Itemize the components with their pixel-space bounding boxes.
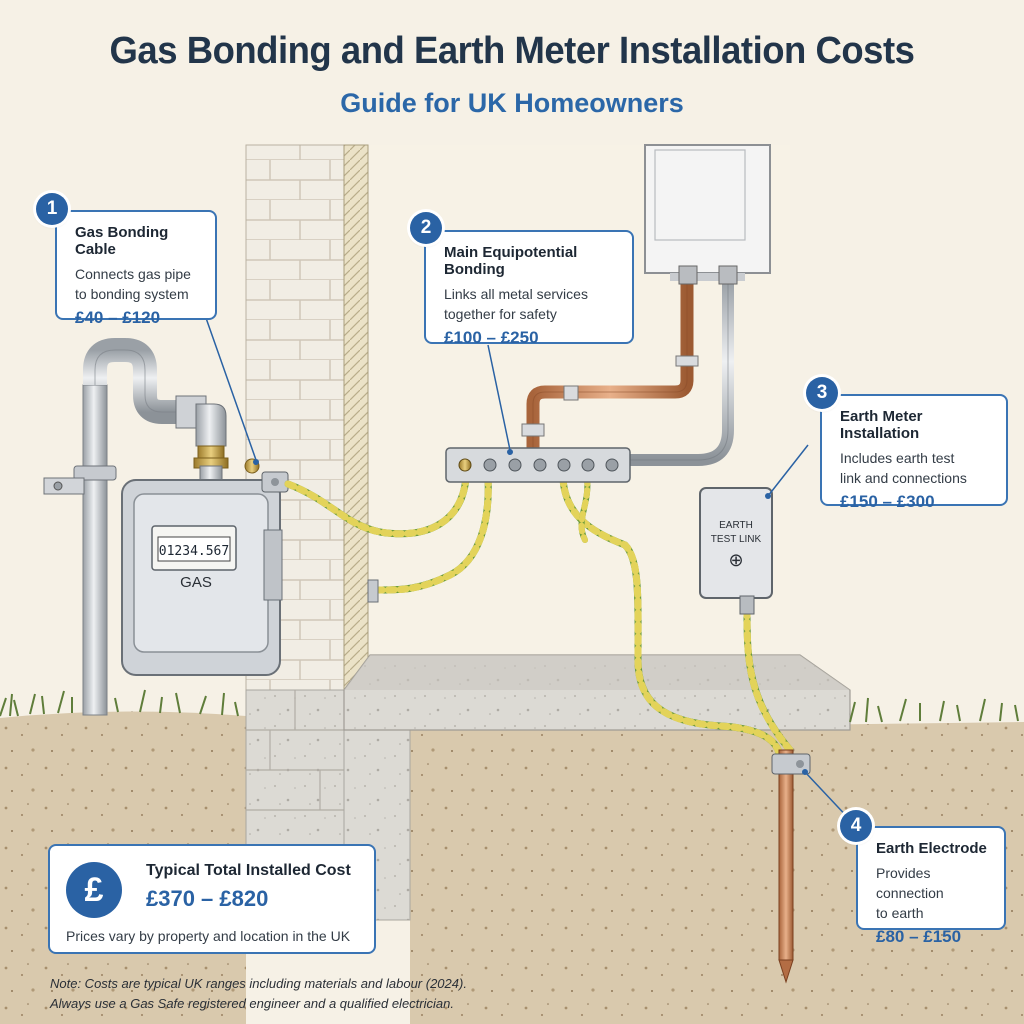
callout-desc-line2: together for safety [444, 304, 618, 324]
callout-desc-line1: Includes earth test [840, 448, 992, 468]
total-cost-title: Typical Total Installed Cost [146, 862, 351, 880]
boiler [645, 145, 770, 281]
meter-label: GAS [180, 574, 212, 591]
footnote-line2: Always use a Gas Safe registered enginee… [50, 994, 467, 1014]
test-link-line2: TEST LINK [711, 534, 762, 545]
main-earthing-terminal [446, 448, 630, 482]
callout-gas-bonding-cable: Gas Bonding Cable Connects gas pipe to b… [55, 210, 217, 320]
total-cost-price: £370 – £820 [146, 886, 268, 912]
earth-test-link-box: EARTH TEST LINK ⊕ [700, 488, 772, 614]
callout-number-4: 4 [840, 810, 872, 842]
page-title: Gas Bonding and Earth Meter Installation… [20, 30, 1003, 73]
callout-number-3: 3 [806, 377, 838, 409]
gas-meter: 01234.567 GAS [122, 480, 282, 675]
callout-desc-line1: Links all metal services [444, 284, 618, 304]
callout-main-equipotential-bonding: Main Equipotential Bonding Links all met… [424, 230, 634, 344]
meter-reading: 01234.567 [159, 544, 229, 559]
callout-desc-line2: to earth [876, 903, 990, 923]
callout-desc-line2: link and connections [840, 468, 992, 488]
test-link-line1: EARTH [719, 520, 753, 531]
cavity-insulation [344, 145, 368, 690]
callout-price: £40 – £120 [75, 308, 201, 328]
callout-title: Main Equipotential Bonding [444, 244, 618, 278]
total-cost-box: £ Typical Total Installed Cost £370 – £8… [48, 844, 376, 954]
callout-title: Gas Bonding Cable [75, 224, 201, 258]
callout-number-2: 2 [410, 212, 442, 244]
callout-desc-line1: Provides connection [876, 863, 990, 903]
callout-earth-meter-installation: Earth Meter Installation Includes earth … [820, 394, 1008, 506]
callout-desc-line1: Connects gas pipe [75, 264, 201, 284]
cable-clip [368, 580, 378, 602]
callout-number-1: 1 [36, 193, 68, 225]
footnote-line1: Note: Costs are typical UK ranges includ… [50, 974, 467, 994]
test-link-symbol: ⊕ [728, 550, 743, 570]
callout-title: Earth Electrode [876, 840, 990, 857]
callout-price: £80 – £150 [876, 927, 990, 947]
callout-earth-electrode: Earth Electrode Provides connection to e… [856, 826, 1006, 930]
callout-price: £150 – £300 [840, 492, 992, 512]
page-subtitle: Guide for UK Homeowners [0, 88, 1024, 119]
callout-price: £100 – £250 [444, 328, 618, 348]
pound-icon: £ [66, 862, 122, 918]
footnote: Note: Costs are typical UK ranges includ… [50, 974, 467, 1014]
total-cost-note: Prices vary by property and location in … [66, 928, 350, 944]
callout-desc-line2: to bonding system [75, 284, 201, 304]
callout-title: Earth Meter Installation [840, 408, 992, 442]
